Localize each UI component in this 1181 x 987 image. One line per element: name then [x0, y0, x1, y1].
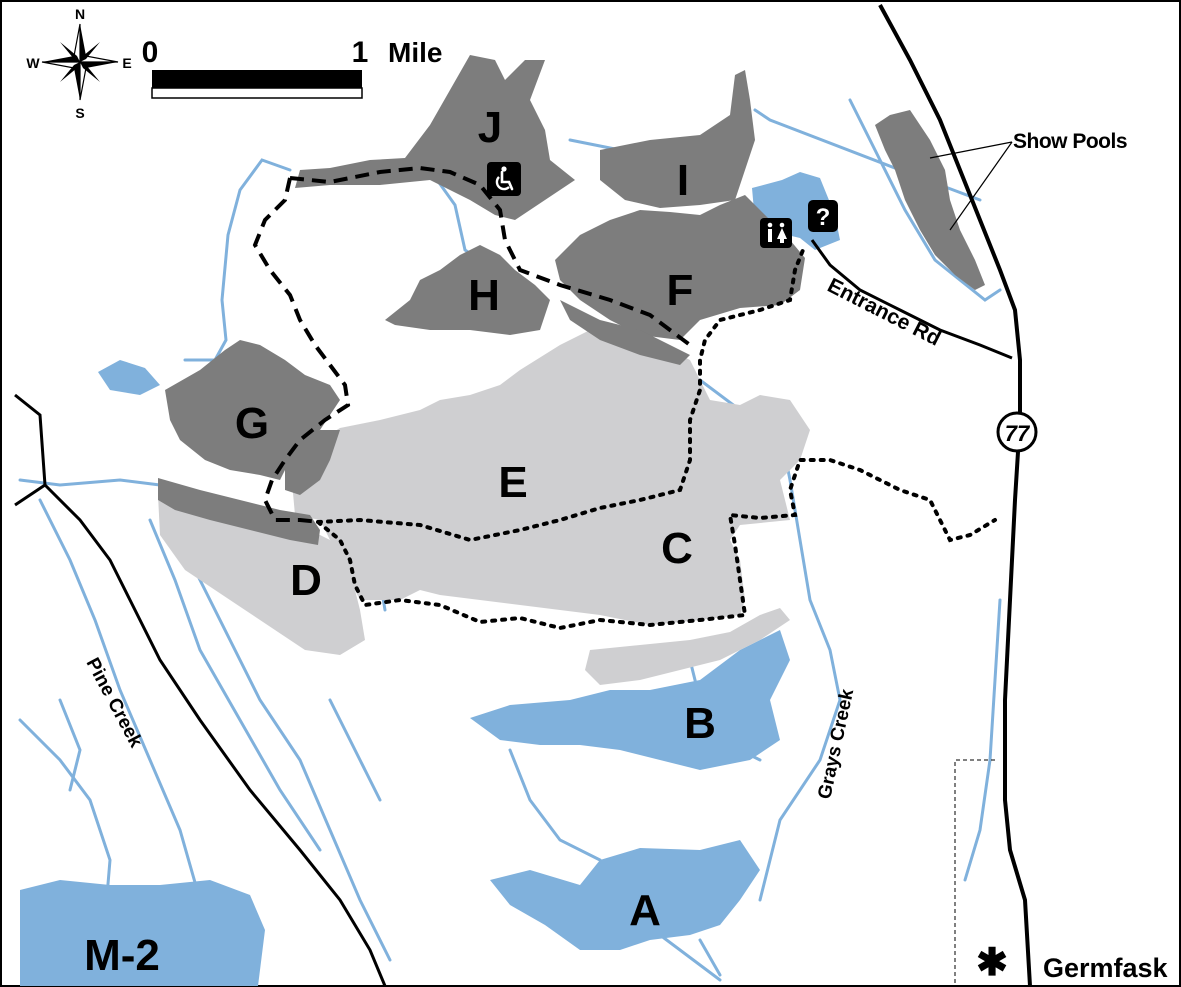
- highway-shield: 77: [996, 411, 1038, 453]
- pool-i-area: [600, 70, 755, 208]
- refuge-boundary-east: [954, 759, 995, 986]
- compass-label-north: N: [75, 6, 85, 22]
- pool-label-f: F: [667, 266, 694, 315]
- boundary-road-west: [14, 393, 47, 507]
- pool-center-dark: [285, 430, 340, 495]
- stream-east-side: [963, 598, 1002, 882]
- stream-sw-3: [18, 718, 112, 922]
- stream-refuge-outlet: [848, 98, 1002, 302]
- pool-labels: J I F H G E C D B A M-2: [84, 103, 716, 980]
- stream-sw-2: [148, 518, 322, 852]
- compass-arrow-north: [80, 24, 86, 62]
- show-pools-leader: [929, 141, 1013, 231]
- stream-sw-4: [58, 698, 82, 792]
- water-pool-b: [470, 630, 790, 770]
- trail-dotted-c-e: [316, 243, 997, 631]
- town-label: Germfask: [1043, 953, 1169, 983]
- road-west-diagonal: [43, 483, 387, 987]
- compass-rose: N S E W: [26, 6, 131, 121]
- entrance-road: [810, 239, 1013, 360]
- scale-bar-black: [152, 70, 362, 88]
- pool-g-south-strip: [158, 478, 320, 545]
- pool-e-area: [290, 330, 810, 625]
- stream-west-2: [18, 478, 162, 487]
- pool-label-c: C: [661, 524, 693, 573]
- pool-h-area: [385, 245, 550, 335]
- show-pools-area: [875, 110, 985, 290]
- pool-label-e: E: [498, 458, 527, 507]
- pool-f-south-strip: [560, 300, 690, 365]
- stream-grays-creek: [758, 428, 842, 902]
- pool-label-i: I: [677, 156, 689, 205]
- highway-77: [878, 4, 1032, 987]
- pool-label-d: D: [290, 556, 322, 605]
- scale-unit-label: Mile: [388, 37, 442, 68]
- water-pool-a: [490, 840, 760, 950]
- pool-label-m2: M-2: [84, 931, 160, 980]
- highway-number: 77: [1005, 421, 1031, 446]
- scale-end-label: 1: [352, 36, 369, 69]
- wheelchair-icon: [487, 162, 521, 196]
- roads: [14, 4, 1032, 987]
- pool-label-b: B: [684, 699, 716, 748]
- scale-bar: 0 1 Mile: [142, 36, 442, 99]
- pool-label-a: A: [629, 886, 661, 935]
- compass-label-east: E: [122, 55, 131, 71]
- trail-dashed-loop: [252, 165, 692, 524]
- pool-b-upper: [585, 608, 790, 685]
- trails: [252, 165, 997, 631]
- svg-text:?: ?: [816, 204, 831, 231]
- stream-south-1: [508, 748, 602, 862]
- restroom-icon: [760, 218, 792, 248]
- show-pools-label: Show Pools: [1013, 130, 1127, 153]
- pool-f-area: [555, 195, 805, 340]
- pool-label-g: G: [235, 399, 269, 448]
- info-icon: ?: [808, 200, 838, 232]
- water-pond-west: [98, 360, 160, 395]
- stream-south-5: [328, 698, 382, 802]
- compass-label-west: W: [26, 55, 40, 71]
- scale-bar-white: [151, 87, 363, 99]
- scale-start-label: 0: [142, 36, 159, 69]
- water-pools: [20, 172, 840, 986]
- stream-sw-1: [188, 558, 392, 962]
- water-pool-m2: [20, 880, 265, 986]
- town-marker-icon: ✱: [976, 942, 1008, 984]
- compass-label-south: S: [75, 105, 84, 121]
- pool-label-h: H: [468, 271, 500, 320]
- stream-south-4: [698, 938, 722, 977]
- pool-label-j: J: [478, 103, 502, 152]
